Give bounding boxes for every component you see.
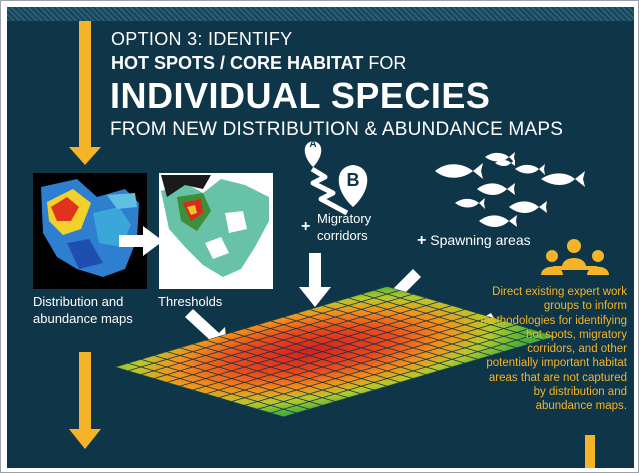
pin-a-letter: A [309, 139, 317, 150]
threshold-map-thumbnail [159, 173, 273, 289]
spawning-label-text: Spawning areas [426, 232, 531, 248]
plus-sign: + [301, 218, 311, 235]
down-arrow-icon [69, 352, 101, 449]
migratory-path [310, 166, 349, 216]
title-line-2-bold: HOT SPOTS / CORE HABITAT [111, 53, 364, 73]
title-line-1: OPTION 3: IDENTIFY [111, 29, 293, 49]
arrow-from-migratory-icon [299, 253, 331, 307]
migratory-label-text: Migratory corridors [317, 211, 372, 243]
side-bar-accent [585, 435, 595, 468]
top-pattern-strip [7, 7, 634, 21]
down-arrow-icon [69, 21, 101, 165]
people-group-icon [541, 239, 609, 275]
location-pin-b-icon [338, 165, 368, 207]
infographic-panel: OPTION 3: IDENTIFY HOT SPOTS / CORE HABI… [7, 7, 634, 468]
plus-sign: + [417, 232, 427, 249]
title-line-2-rest: FOR [363, 53, 407, 73]
diagram-graphics [33, 21, 609, 468]
distribution-label: Distribution and abundance maps [33, 294, 133, 326]
spawning-label: + Spawning areas [417, 232, 531, 249]
title-line-3: INDIVIDUAL SPECIES [110, 75, 491, 116]
right-arrow-icon [119, 226, 163, 256]
map-thumbnail [33, 173, 147, 289]
fish-school-icon [435, 152, 585, 227]
title-line-4: FROM NEW DISTRIBUTION & ABUNDANCE MAPS [110, 119, 564, 140]
habitat-grid [115, 286, 556, 417]
pin-b-letter: B [346, 170, 360, 190]
expert-work-groups-note: Direct existing expert work groups to in… [480, 286, 627, 413]
thresholds-label: Thresholds [158, 294, 223, 309]
location-pin-a-icon [304, 141, 322, 167]
title-line-2: HOT SPOTS / CORE HABITAT FOR [111, 53, 406, 74]
